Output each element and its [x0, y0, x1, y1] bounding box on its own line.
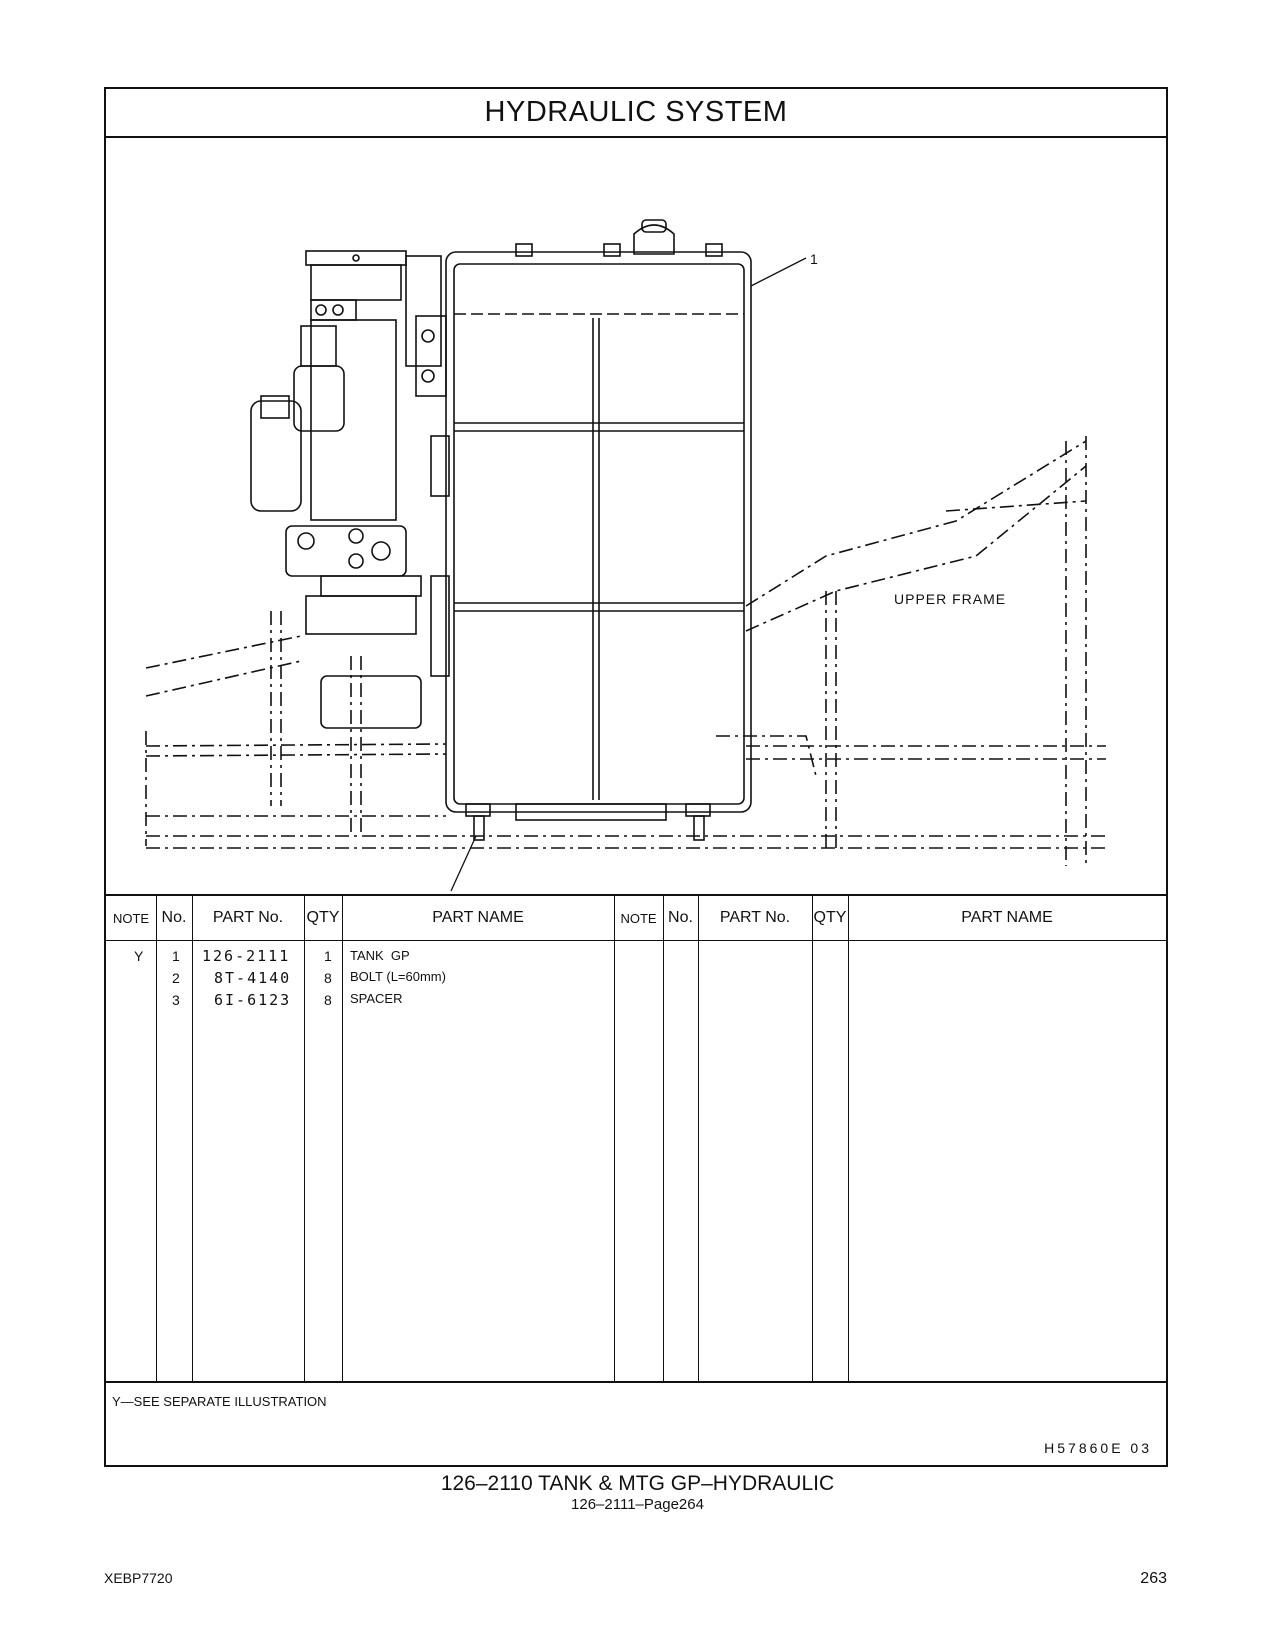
caption-sub: 126–2111–Page264 [571, 1496, 704, 1513]
row-2-no: 2 [172, 970, 180, 986]
row-1-no: 1 [172, 948, 180, 964]
tank-body [445, 219, 752, 841]
header-no-right: No. [668, 909, 693, 926]
caption-main: 126–2110 TANK & MTG GP–HYDRAULIC [440, 1472, 835, 1495]
page-number: 263 [1140, 1570, 1167, 1587]
parts-table: NOTE No. PART No. QTY PART NAME NOTE No.… [106, 894, 1166, 1383]
hydraulic-tank-illustration: 1 2-3 UPPER FRAME [106, 136, 1166, 894]
row-2-qty: 8 [324, 970, 332, 986]
row-2-part-no: 8T-4140 [214, 969, 292, 987]
upper-frame-outline [145, 436, 1106, 866]
row-3-part-name: SPACER [350, 991, 403, 1006]
row-1-qty: 1 [324, 948, 332, 964]
filter-assembly [250, 250, 450, 729]
header-part-no: PART No. [212, 909, 284, 926]
document-number: XEBP7720 [104, 1570, 173, 1586]
row-3-qty: 8 [324, 992, 332, 1008]
row-3-no: 3 [172, 992, 180, 1008]
upper-frame-label: UPPER FRAME [894, 591, 1006, 607]
header-note: NOTE [112, 910, 150, 926]
header-part-no-right: PART No. [719, 909, 791, 926]
header-note-right: NOTE [620, 910, 657, 926]
header-qty-right: QTY [813, 909, 847, 926]
header-part-name: PART NAME [432, 909, 524, 926]
row-1-note: Y [134, 948, 144, 964]
callout-1-label: 1 [810, 251, 818, 267]
row-2-part-name: BOLT (L=60mm) [350, 969, 446, 984]
header-no: No. [161, 909, 187, 926]
illustration-code: H57860E 03 [1044, 1440, 1152, 1456]
header-part-name-right: PART NAME [961, 909, 1053, 926]
page-title: HYDRAULIC SYSTEM [106, 89, 1166, 138]
row-3-part-no: 6I-6123 [214, 991, 292, 1009]
row-1-part-name: TANK GP [350, 948, 410, 963]
row-1-part-no: 126-2111 [202, 947, 291, 965]
callout-leaders [450, 257, 807, 892]
header-qty: QTY [306, 909, 340, 926]
parts-page-frame: HYDRAULIC SYSTEM [104, 87, 1168, 1467]
footnote: Y—SEE SEPARATE ILLUSTRATION [112, 1394, 327, 1409]
